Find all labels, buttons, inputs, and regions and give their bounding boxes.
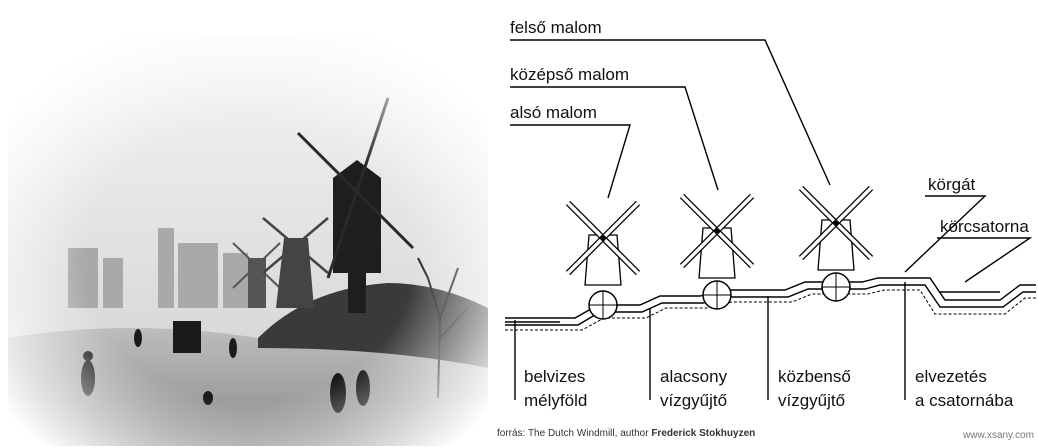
leader-also-malom [510, 125, 630, 198]
label-korcsatorna: körcsatorna [940, 217, 1029, 236]
label-alacsony-1: alacsony [660, 367, 728, 386]
label-alacsony-2: vízgyűjtő [660, 391, 727, 410]
label-korgat: körgát [928, 175, 976, 194]
credit-author: Frederick Stokhuyzen [651, 428, 755, 439]
winter-windmill-painting [8, 38, 488, 446]
windmill-upper [801, 188, 871, 301]
label-felso-malom: felső malom [510, 18, 602, 37]
windmill-lower [568, 203, 638, 319]
site-watermark: www.xsany.com [963, 430, 1034, 441]
label-elvezetes-2: a csatornába [915, 391, 1014, 410]
label-belvizes-1: belvizes [524, 367, 585, 386]
label-kozbenso-2: vízgyűjtő [778, 391, 845, 410]
windmill-middle [682, 196, 752, 309]
leader-korcsatorna [937, 238, 1030, 282]
polder-mill-diagram: felső malom középső malom alsó malom kör… [490, 0, 1038, 448]
label-also-malom: alsó malom [510, 103, 597, 122]
ground-profile [505, 278, 1036, 330]
label-kozepso-malom: középső malom [510, 65, 629, 84]
label-belvizes-2: mélyföld [524, 391, 587, 410]
source-credit: forrás: The Dutch Windmill, author Frede… [497, 428, 755, 439]
label-elvezetes-1: elvezetés [915, 367, 987, 386]
label-kozbenso-1: közbenső [778, 367, 851, 386]
credit-prefix: forrás: The Dutch Windmill, [497, 428, 617, 439]
credit-author-label: author [620, 428, 648, 439]
